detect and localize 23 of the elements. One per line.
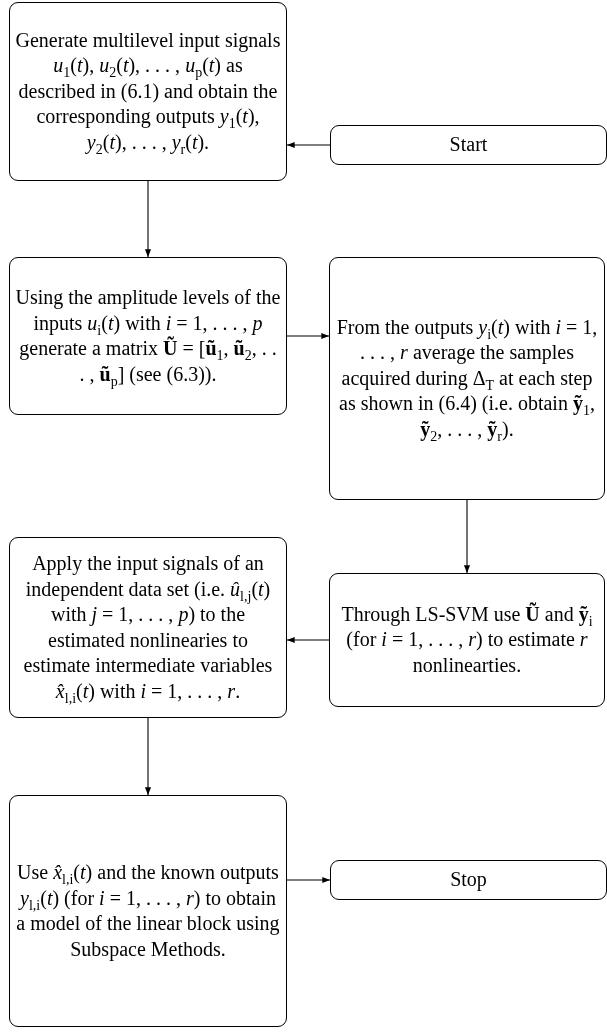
process-box (9, 257, 287, 415)
process-box (9, 2, 287, 181)
arrow (286, 141, 331, 149)
step-text: From the outputs y$_{i}$(t) with i = 1, . . . , r average the samples acquired during Δ$_{T}$ at each step as shown in (6.4) (i.e. obtain ỹ$_{1}$, ỹ$_{2}$, . . . , ỹ$_{r}$). (335, 314, 599, 443)
step-text: Start (449, 132, 488, 158)
arrow (286, 332, 330, 340)
step-text: Through LS-SVM use Ũ and ỹ$_{i}$ (for i = 1, . . . , r) to estimate r nonlinearties. (340, 601, 594, 678)
arrow (286, 876, 331, 884)
arrow (463, 499, 471, 574)
process-box (329, 257, 605, 500)
step-text: Apply the input signals of an independent data set (i.e. û$_{l,j}$(t) with j = 1, . . . , p) to the estimated nonlinearies to estimate intermediate variables x̂$_{l,i}$(t) with i = 1, . . . , r. (22, 551, 274, 704)
step-text: Using the amplitude levels of the inputs u$_{i}$(t) with i = 1, . . . , p generate a matrix Ũ = [ũ$_{1}$, ũ$_{2}$, . . . , ũ$_{p}$] (see (6.3)). (15, 285, 281, 387)
arrow (144, 180, 152, 258)
process-box (9, 795, 287, 1027)
process-box (329, 573, 605, 707)
process-box (330, 125, 607, 165)
step-text: Use x̂$_{l,i}$(t) and the known outputs y$_{l,i}$(t) (for i = 1, . . . , r) to obtain a model of the linear block using Subspace Methods. (15, 860, 281, 962)
process-box (330, 860, 607, 900)
arrow (144, 717, 152, 796)
step-text: Generate multilevel input signals u$_{1}$(t), u$_{2}$(t), . . . , u$_{p}$(t) as described in (6.1) and obtain the corresponding outputs y$_{1}$(t), y$_{2}$(t), . . . , y$_{r}$(t). (15, 27, 281, 156)
arrow (286, 636, 330, 644)
process-box (9, 537, 287, 718)
step-text: Stop (450, 867, 487, 893)
